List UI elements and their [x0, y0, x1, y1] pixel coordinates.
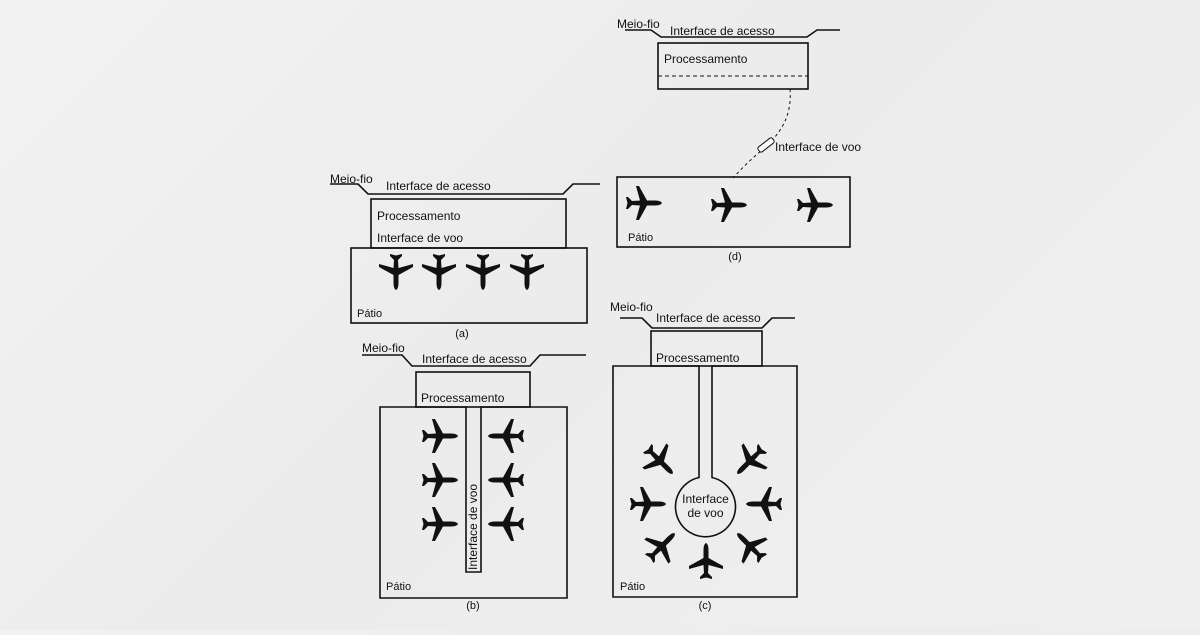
- airplane-icon: [488, 463, 524, 497]
- curb-label: Meio-fio: [362, 341, 405, 355]
- caption-c: (c): [699, 600, 712, 612]
- curb-line: [330, 183, 600, 195]
- airplane-icon: [746, 487, 782, 521]
- processing-label: Processamento: [377, 209, 461, 223]
- pier-apron-outline: [379, 406, 568, 599]
- airplane-icon: [711, 188, 747, 222]
- diagram-b: Meio-fio Interface de acesso Processamen…: [362, 341, 586, 612]
- airplane-icon: [797, 188, 833, 222]
- airplane-icon: [422, 463, 458, 497]
- processing-box: [657, 42, 809, 90]
- access-interface-label: Interface de acesso: [386, 179, 491, 193]
- airplane-icon: [466, 254, 500, 290]
- airplane-icon: [488, 507, 524, 541]
- curb-line: [620, 317, 795, 329]
- airplane-icon: [510, 254, 544, 290]
- curb-line: [625, 29, 840, 38]
- caption-a: (a): [455, 328, 468, 340]
- airplane-icon: [725, 521, 775, 571]
- airplane-icon: [422, 419, 458, 453]
- access-interface-label: Interface de acesso: [656, 311, 761, 325]
- apron-label: Pátio: [386, 581, 411, 593]
- satellite-pier-outline: [612, 365, 798, 598]
- caption-b: (b): [466, 600, 479, 612]
- transit-vehicle-icon: [757, 137, 775, 153]
- processing-box: [415, 371, 531, 408]
- apron-label: Pátio: [357, 308, 382, 320]
- apron-area: [616, 176, 851, 248]
- processing-label: Processamento: [664, 52, 748, 66]
- apron-label: Pátio: [628, 232, 653, 244]
- apron-area: [350, 247, 588, 324]
- airplane-icon: [689, 543, 723, 579]
- curb-line: [362, 354, 586, 367]
- transit-route: [732, 88, 791, 179]
- flight-interface-label: Interface de voo: [377, 231, 463, 245]
- flight-interface-label: Interface de voo: [775, 140, 861, 154]
- diagram-d: Meio-fio Interface de acesso Processamen…: [616, 17, 861, 263]
- flight-interface-label: Interface de voo: [466, 484, 480, 570]
- curb-label: Meio-fio: [610, 300, 653, 314]
- access-interface-label: Interface de acesso: [670, 24, 775, 38]
- diagram-c: Meio-fio Interface de acesso Processamen…: [610, 300, 798, 612]
- airplane-icon: [725, 436, 775, 486]
- flight-interface-label-line1: Interface: [682, 492, 729, 506]
- airplane-icon: [422, 254, 456, 290]
- flight-interface-label-line2: de voo: [687, 506, 723, 520]
- airplane-icon: [379, 254, 413, 290]
- curb-label: Meio-fio: [330, 172, 373, 186]
- processing-label: Processamento: [656, 351, 740, 365]
- airplane-icon: [422, 507, 458, 541]
- airplane-icon: [635, 436, 685, 486]
- caption-d: (d): [728, 251, 741, 263]
- access-interface-label: Interface de acesso: [422, 352, 527, 366]
- diagram-a: Meio-fio Interface de acesso Processamen…: [330, 172, 600, 340]
- airplane-icon: [637, 521, 687, 571]
- curb-label: Meio-fio: [617, 17, 660, 31]
- processing-label: Processamento: [421, 391, 505, 405]
- processing-box: [650, 330, 763, 367]
- apron-label: Pátio: [620, 581, 645, 593]
- airplane-icon: [488, 419, 524, 453]
- airplane-icon: [630, 487, 666, 521]
- airplane-icon: [626, 186, 662, 220]
